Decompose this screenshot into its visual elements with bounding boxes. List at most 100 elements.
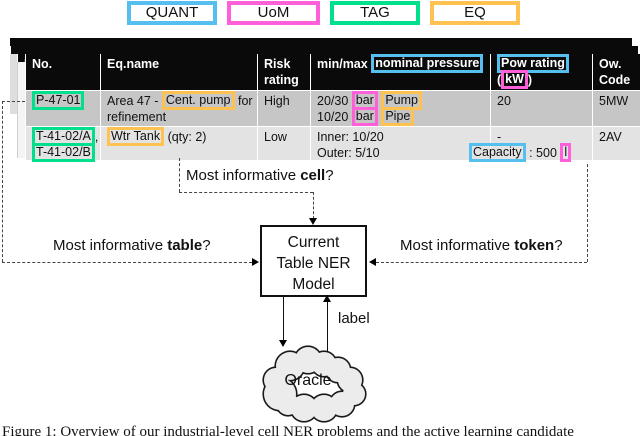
main-table: No. Eq.name Risk rating min/max nominal pres… <box>25 54 640 162</box>
cell-text: : 500 <box>525 146 561 160</box>
entity-box-tag: P-47-01 <box>32 91 85 110</box>
cloud-icon <box>262 345 367 423</box>
table-cell: Area 47 - Cent. pump for refinement <box>100 91 257 126</box>
cell-text: for <box>234 94 253 108</box>
figure-caption: Figure 1: Overview of our industrial-lev… <box>2 424 574 436</box>
table-cell: Ow. Code <box>592 54 640 90</box>
cell-text: No. <box>32 57 53 71</box>
stacked-table-mid-body <box>17 62 26 158</box>
entity-box-tag: T-41-02/B <box>32 143 95 162</box>
table-cell: Eq.name <box>100 54 257 90</box>
cell-text: High <box>264 94 290 108</box>
legend-uom-label: UoM <box>257 4 290 21</box>
model-box-line: Current <box>287 234 340 251</box>
dashed-connector <box>179 158 180 192</box>
cell-text: 2AV <box>599 130 622 144</box>
entity-box-uom: kW <box>501 70 528 89</box>
table-cell: 5MW <box>592 91 640 126</box>
table-cell: Risk rating <box>257 54 310 90</box>
question-bold: token <box>514 237 555 254</box>
table-cell: High <box>257 91 310 126</box>
entity-box-quant: Pow rating <box>497 54 569 73</box>
question-text: Most informative <box>186 167 301 184</box>
entity-box-eq: Pipe <box>381 107 415 126</box>
stacked-table-back-body <box>10 54 17 114</box>
oracle-label: Oracle <box>284 372 332 389</box>
arrow-model-to-oracle <box>283 293 284 340</box>
table-cell: Low <box>257 127 310 160</box>
arrow-oracle-to-model <box>327 302 328 352</box>
table-cell: P-47-01 <box>25 91 100 126</box>
table-cell: 20 <box>490 91 592 126</box>
arrowhead <box>309 218 317 225</box>
entity-box-uom: l <box>560 143 572 162</box>
dashed-connector <box>313 192 314 219</box>
question-bold: table <box>167 237 203 254</box>
question-bold: cell <box>300 167 326 184</box>
oracle-cloud: Oracle <box>256 344 372 424</box>
dashed-connector <box>2 101 25 102</box>
cell-text: 20 <box>497 94 511 108</box>
question-text: ? <box>554 237 563 254</box>
dashed-connector <box>2 262 252 263</box>
table-cell: Wtr Tank (qty: 2) <box>100 127 257 160</box>
legend-eq-label: EQ <box>464 4 486 21</box>
cell-text: Code <box>599 73 631 87</box>
cell-text: Eq.name <box>107 57 160 71</box>
cell-text: 5MW <box>599 94 629 108</box>
dashed-connector <box>376 262 587 263</box>
table-cell: min/max nominal pressure <box>310 54 490 90</box>
question-text: ? <box>202 237 211 254</box>
cell-text: Risk <box>264 57 291 71</box>
question-text: Most informative <box>53 237 168 254</box>
cell-text: ( <box>497 73 502 87</box>
cell-text: refinement <box>107 110 167 124</box>
model-box-line: Table NER <box>276 255 351 272</box>
table-cell: No. <box>25 54 100 90</box>
legend-quant-label: QUANT <box>145 4 199 21</box>
legend-tag-label: TAG <box>360 4 390 21</box>
model-box-line: Model <box>292 276 335 293</box>
table-cell: Pow rating(kW) <box>490 54 592 90</box>
entity-box-eq: Cent. pump <box>161 91 235 110</box>
legend-uom: UoM <box>227 1 320 25</box>
question-most-informative-token: Most informative token? <box>400 237 563 254</box>
cell-text: Outer: 5/10 <box>317 146 380 160</box>
dashed-connector <box>587 164 588 262</box>
cell-text: Area 47 - <box>107 94 162 108</box>
arrowhead <box>323 295 331 302</box>
arrowhead <box>252 258 259 266</box>
model-box: Current Table NER Model <box>260 225 367 297</box>
entity-box-eq: Wtr Tank <box>107 127 165 146</box>
table-header-row: No. Eq.name Risk rating min/max nominal pres… <box>25 54 640 90</box>
label-text: label <box>338 310 370 327</box>
question-most-informative-table: Most informative table? <box>53 237 211 254</box>
cell-text: (qty: 2) <box>164 130 207 144</box>
legend-tag: TAG <box>330 1 420 25</box>
entity-box-quant: nominal pressure <box>371 54 484 73</box>
legend-eq: EQ <box>430 1 520 25</box>
dashed-connector <box>179 192 313 193</box>
dashed-connector <box>2 101 3 262</box>
table-cell: -Capacity : 500 l <box>469 127 592 162</box>
cell-text: ) <box>527 73 533 87</box>
arrowhead <box>279 340 287 347</box>
cell-text: Ow. <box>599 57 622 71</box>
cell-text: 10/20 <box>317 110 352 124</box>
cell-text: , <box>94 130 99 144</box>
question-most-informative-cell: Most informative cell? <box>186 167 334 184</box>
entity-box-uom: bar <box>351 107 378 126</box>
cell-text: rating <box>264 73 299 87</box>
cell-text: - <box>497 130 502 144</box>
cell-text: 20/30 <box>317 94 352 108</box>
legend-quant: QUANT <box>127 1 217 25</box>
cell-text: min/max <box>317 57 372 71</box>
table-cell: T-41-02/A,T-41-02/B <box>25 127 100 162</box>
table-row: P-47-01 Area 47 - Cent. pump for refinemen… <box>25 91 640 126</box>
question-text: ? <box>325 167 334 184</box>
table-cell: 2AV <box>592 127 640 160</box>
